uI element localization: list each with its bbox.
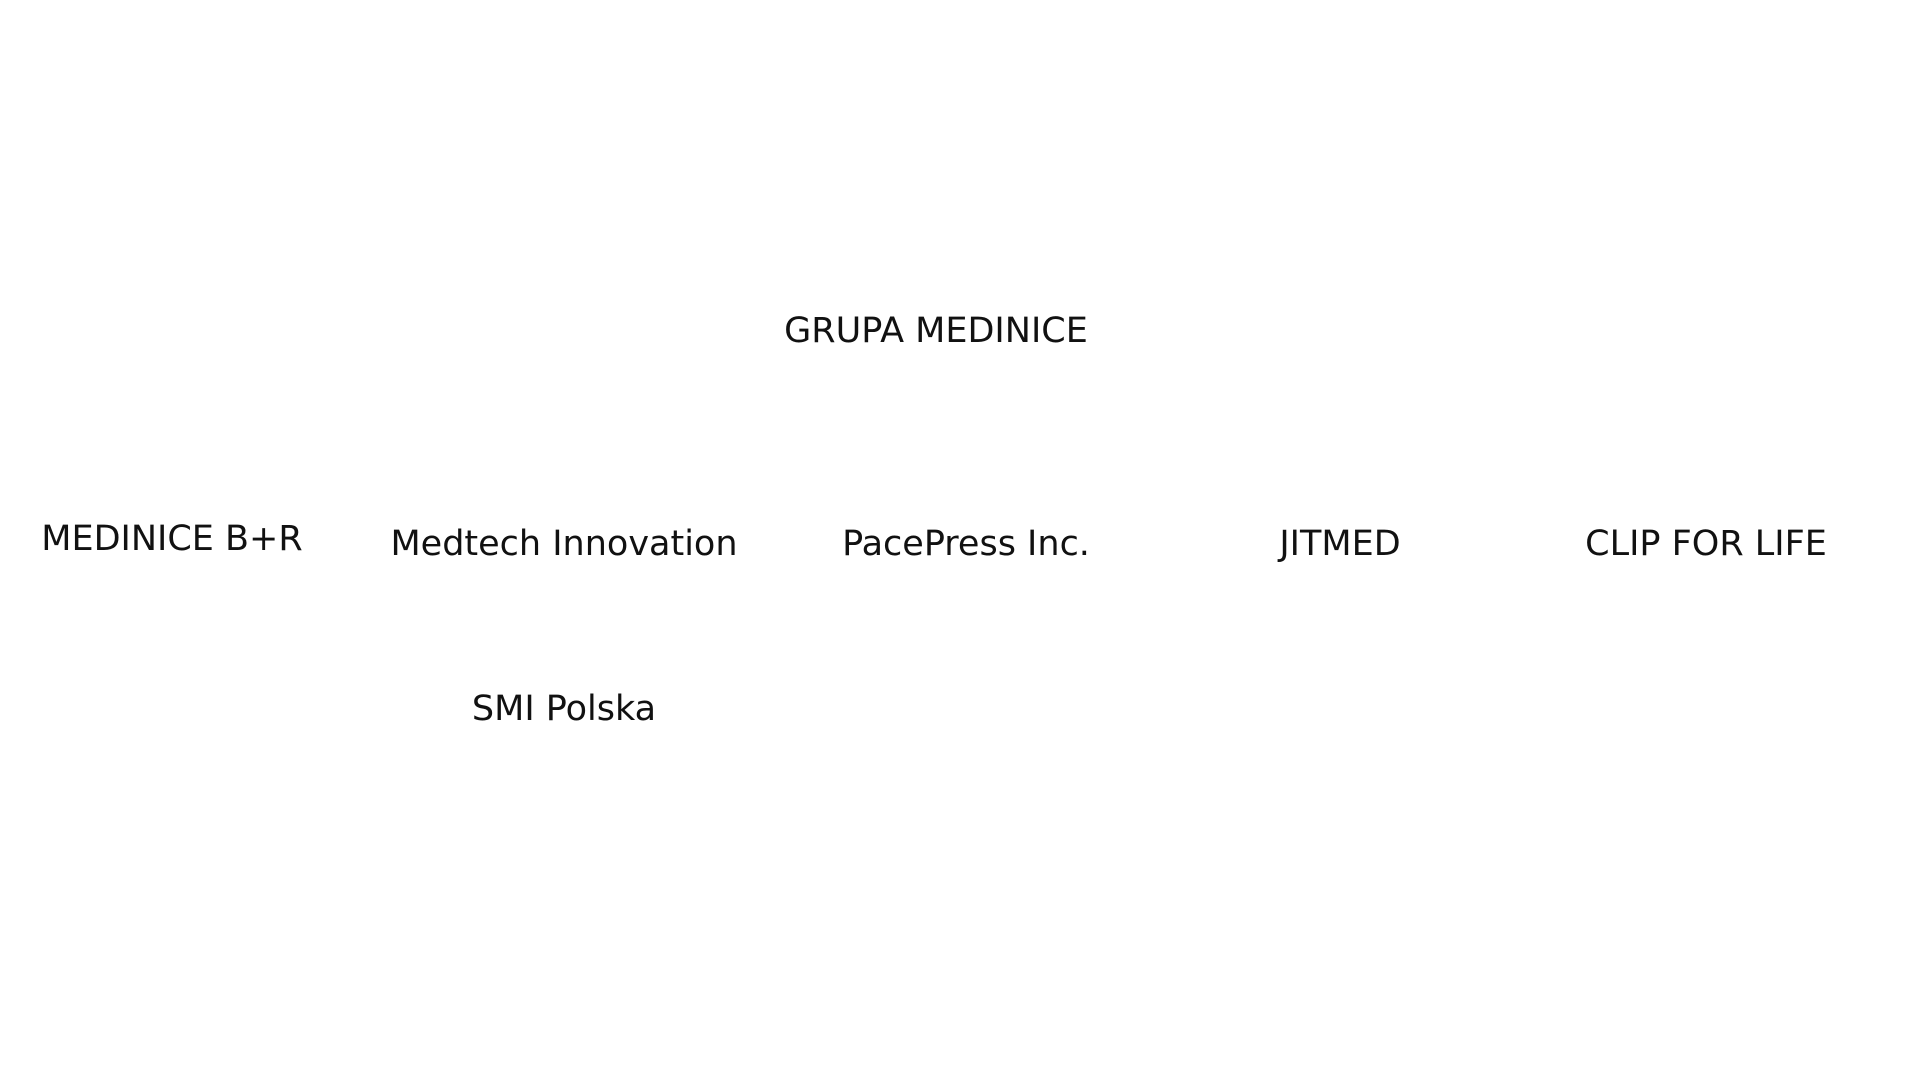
node-grupa-medinice: GRUPA MEDINICE	[784, 311, 1088, 351]
node-medinice-br: MEDINICE B+R	[41, 519, 303, 559]
node-pacepress-inc: PacePress Inc.	[842, 524, 1090, 564]
node-clip-for-life: CLIP FOR LIFE	[1585, 524, 1827, 564]
node-medtech-innovation: Medtech Innovation	[390, 524, 738, 564]
node-smi-polska: SMI Polska	[471, 689, 657, 729]
node-jitmed: JITMED	[1279, 524, 1401, 564]
